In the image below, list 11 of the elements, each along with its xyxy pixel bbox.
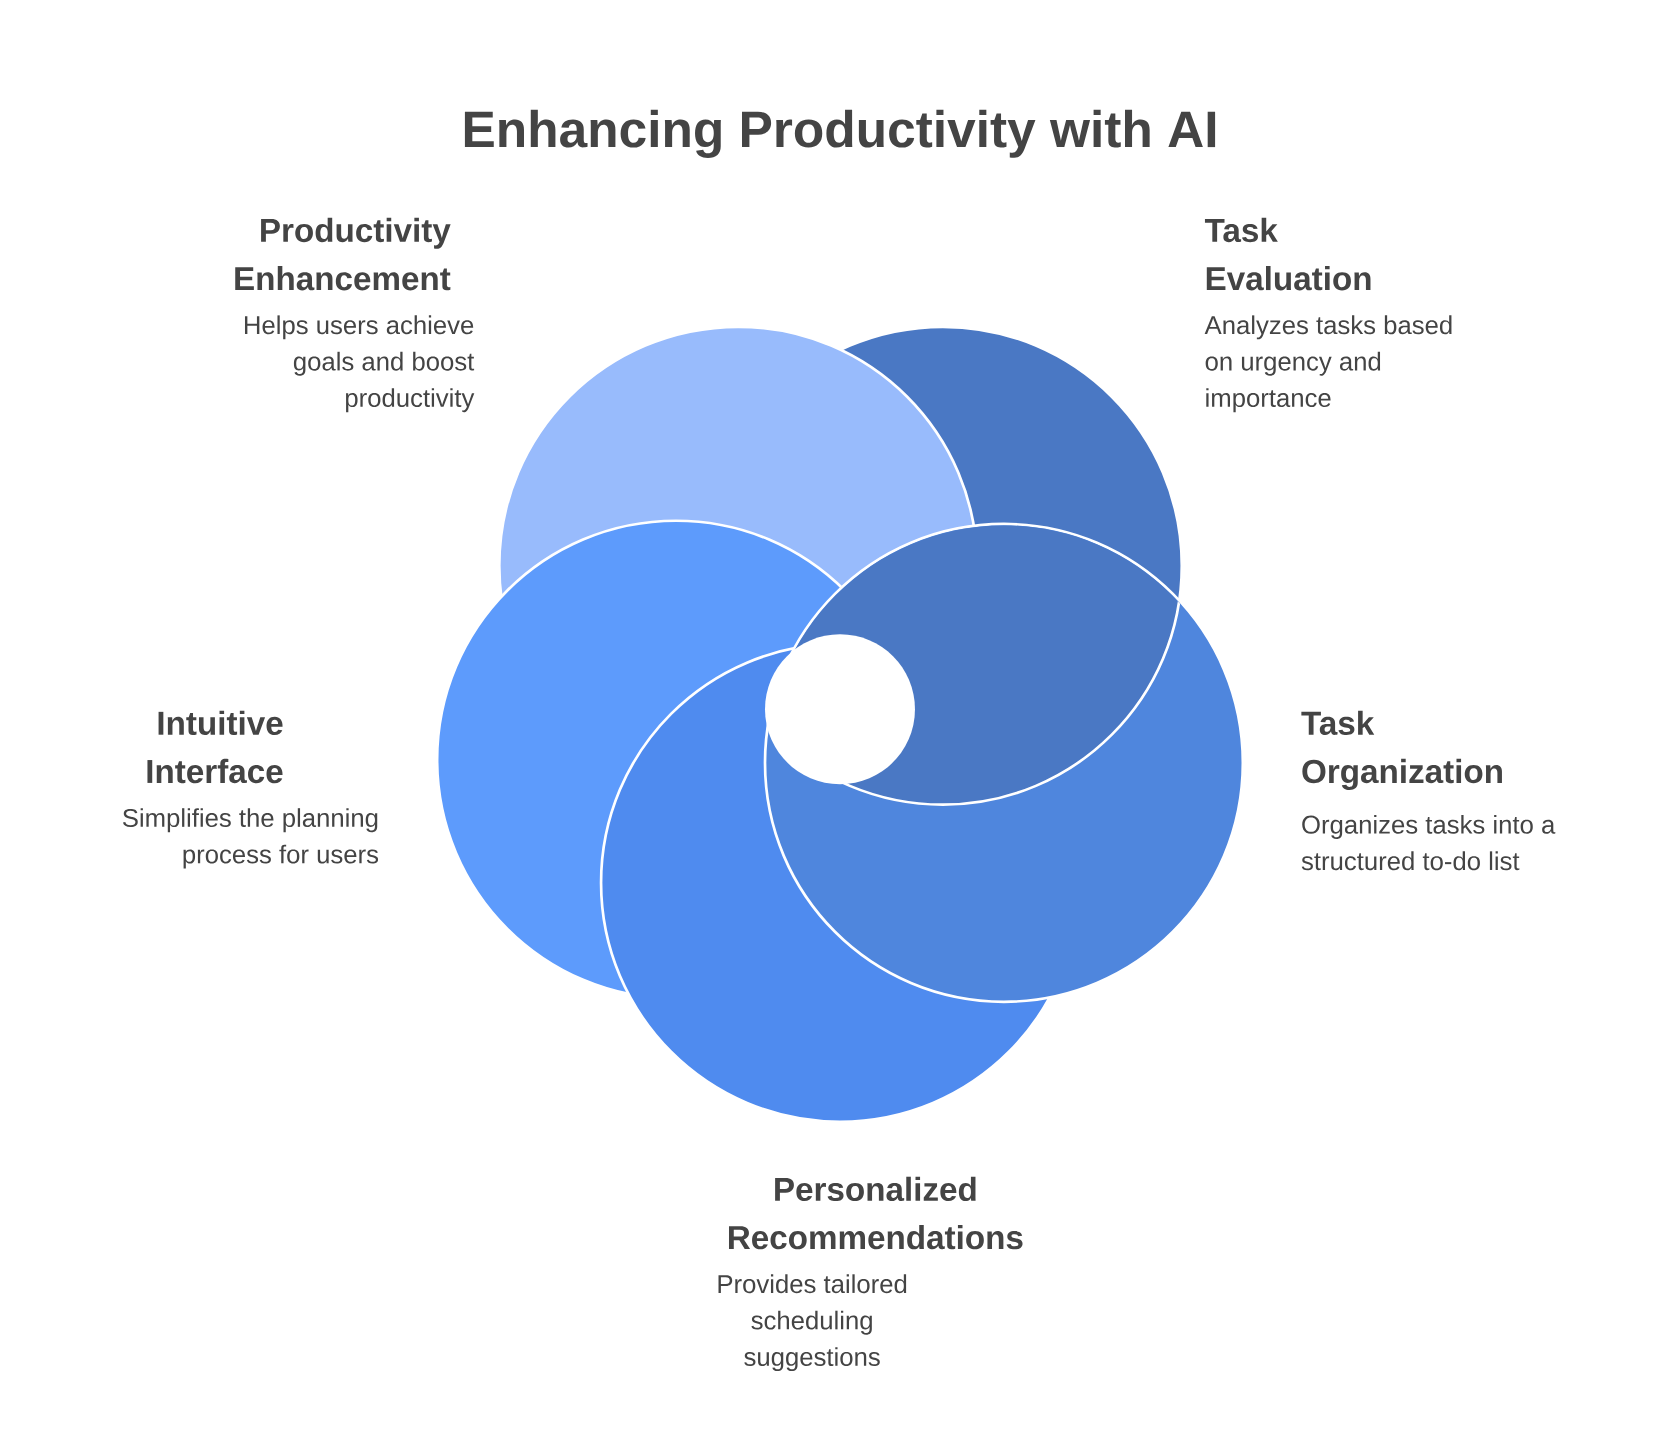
- heading: Productivity Enhancement: [235, 217, 451, 291]
- description: Simplifies the planning process for users: [122, 808, 379, 869]
- heading: Intuitive Interface: [147, 710, 283, 784]
- heading: Task Organization: [1301, 710, 1502, 791]
- title: Enhancing Productivity with AI: [464, 110, 1216, 159]
- description: Analyzes tasks based on urgency and importance: [1204, 315, 1452, 413]
- description: Provides tailored scheduling suggestions: [718, 1274, 907, 1372]
- heading: Task Evaluation: [1204, 217, 1371, 291]
- description: Helps users achieve goals and boost productivity: [245, 315, 475, 413]
- description: Organizes tasks into a structured to-do list: [1301, 815, 1556, 871]
- heading: Personalized Recommendations: [729, 1176, 1023, 1250]
